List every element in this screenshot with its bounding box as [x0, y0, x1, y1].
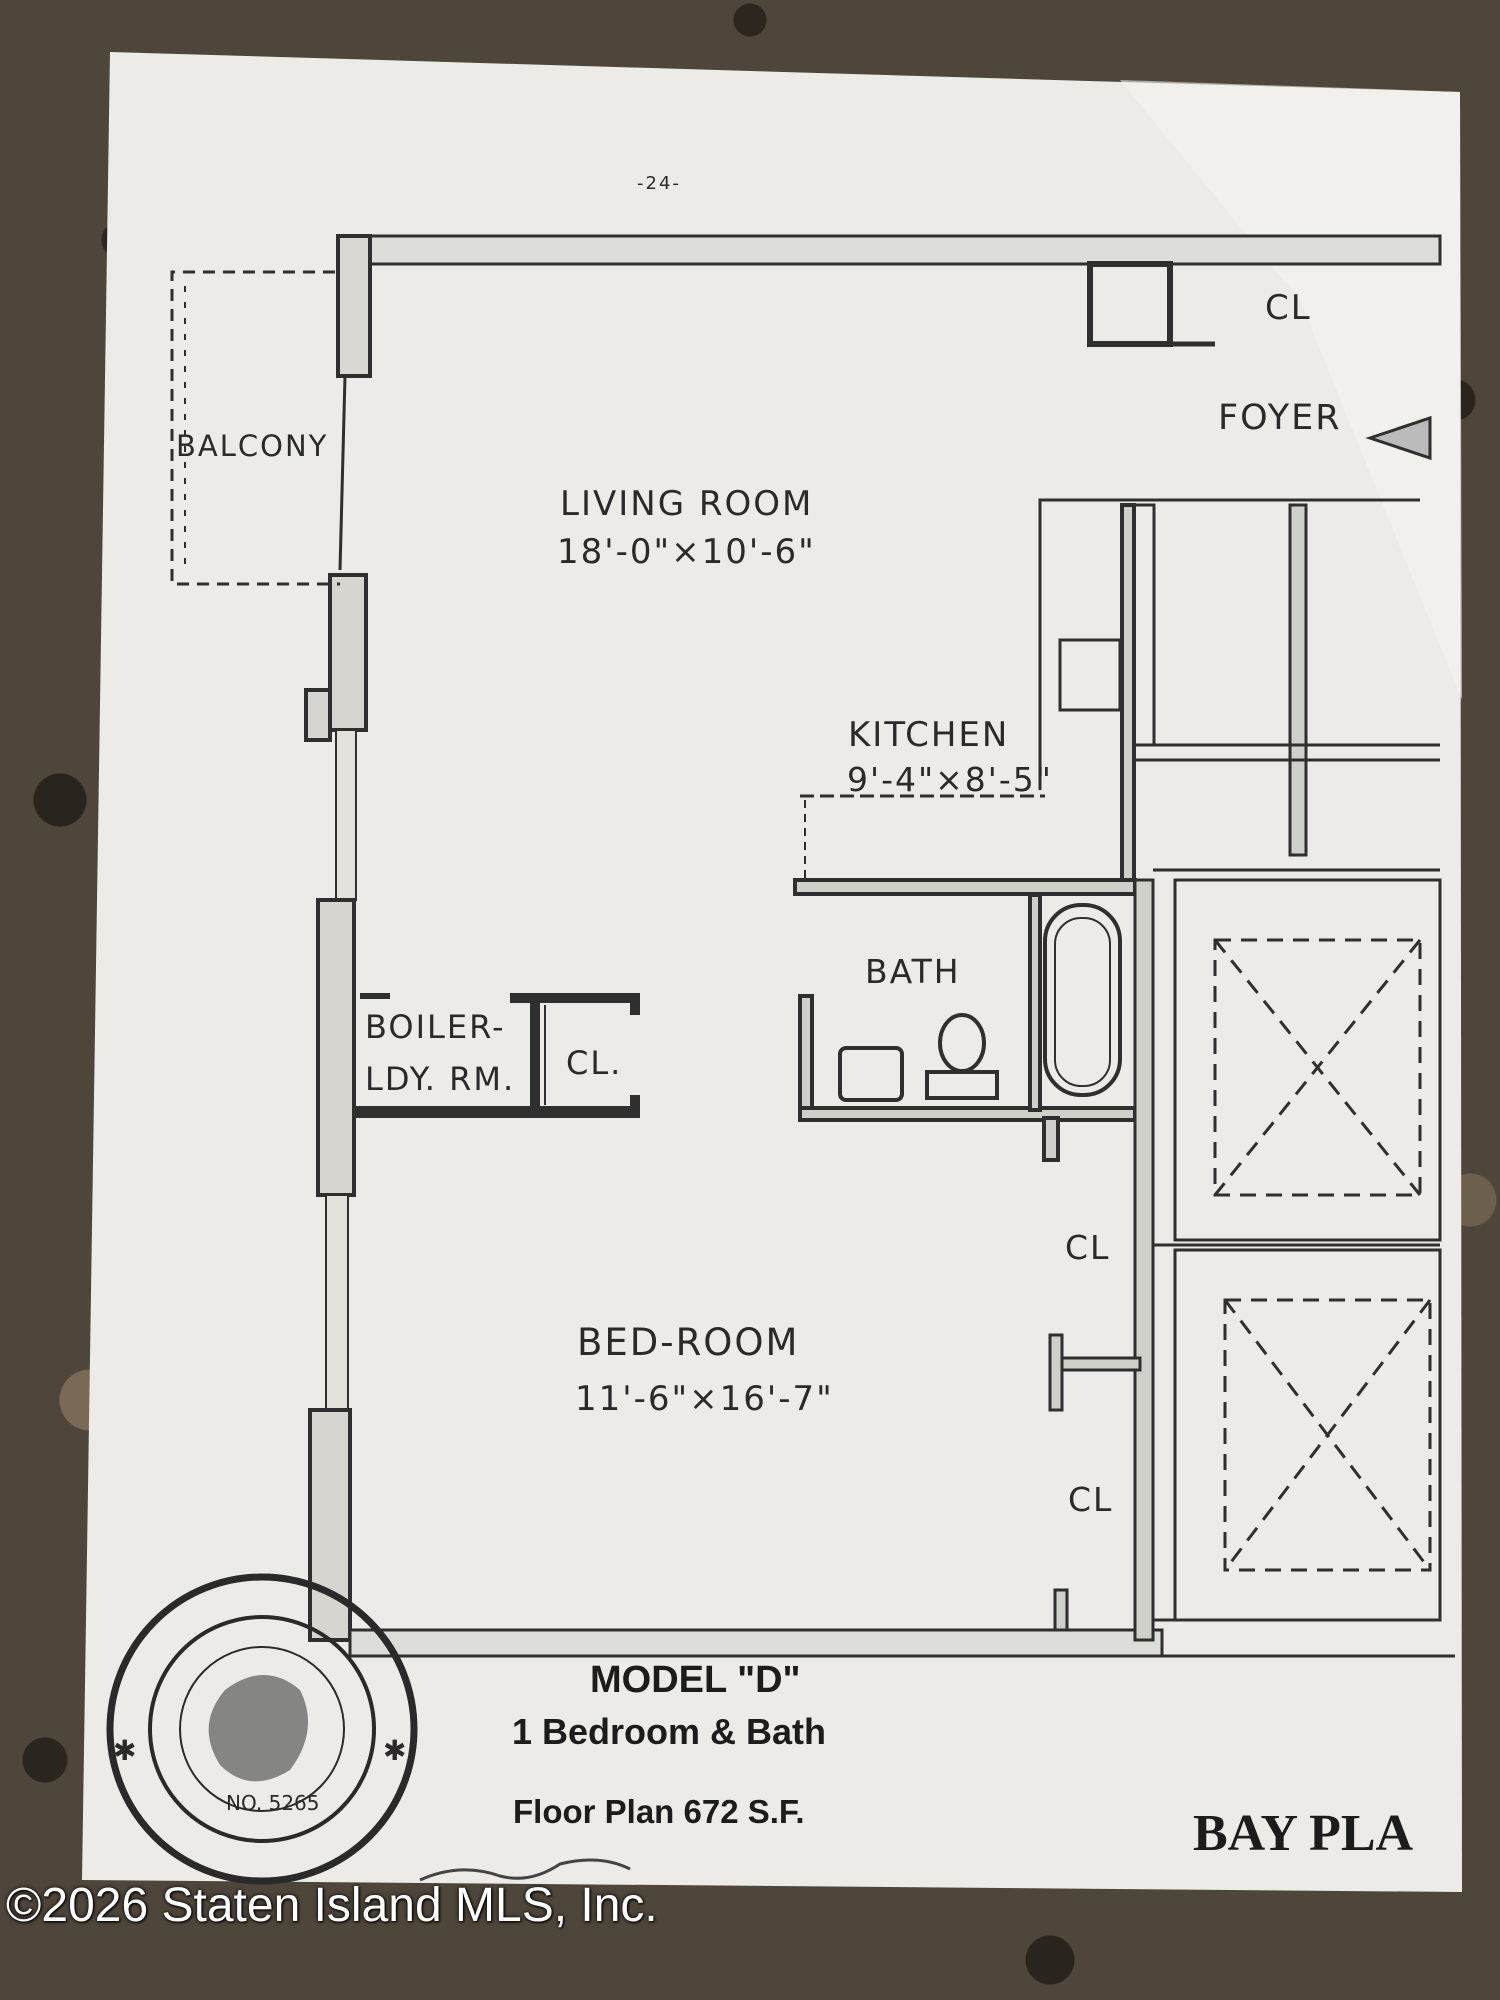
building-name: BAY PLA: [1193, 1805, 1414, 1862]
model-subtitle: 1 Bedroom & Bath: [512, 1711, 826, 1752]
kitchen-label: KITCHEN: [848, 715, 1009, 755]
svg-text:✱: ✱: [383, 1734, 406, 1767]
architect-seal: ✱ ✱ NO. 5265: [106, 1573, 418, 1885]
svg-text:✱: ✱: [113, 1734, 136, 1767]
floor-plan-area: Floor Plan 672 S.F.: [513, 1793, 805, 1830]
laundry-room-label: LDY. RM.: [365, 1060, 515, 1098]
balcony-label: BALCONY: [176, 429, 328, 463]
page-number: -24-: [637, 173, 681, 194]
closet-top-label: CL: [1265, 288, 1312, 328]
boiler-closet-label: CL.: [566, 1044, 622, 1082]
seal-number: NO. 5265: [226, 1791, 320, 1815]
living-room-label: LIVING ROOM: [560, 484, 813, 524]
bedroom-dims: 11'-6"×16'-7": [575, 1379, 834, 1419]
closet-bedroom-upper-label: CL: [1065, 1228, 1110, 1267]
paper: [82, 52, 1462, 1892]
living-room-dims: 18'-0"×10'-6": [557, 532, 816, 572]
bedroom-label: BED-ROOM: [577, 1321, 799, 1364]
bath-label: BATH: [865, 952, 961, 991]
foyer-label: FOYER: [1218, 398, 1342, 438]
kitchen-dims: 9'-4"×8'-5": [847, 760, 1053, 799]
closet-bedroom-lower-label: CL: [1068, 1480, 1113, 1519]
signature: [419, 1858, 631, 1882]
copyright-watermark: ©2026 Staten Island MLS, Inc.: [6, 1879, 658, 1932]
model-title: MODEL "D": [590, 1659, 801, 1701]
boiler-label: BOILER-: [365, 1008, 506, 1046]
